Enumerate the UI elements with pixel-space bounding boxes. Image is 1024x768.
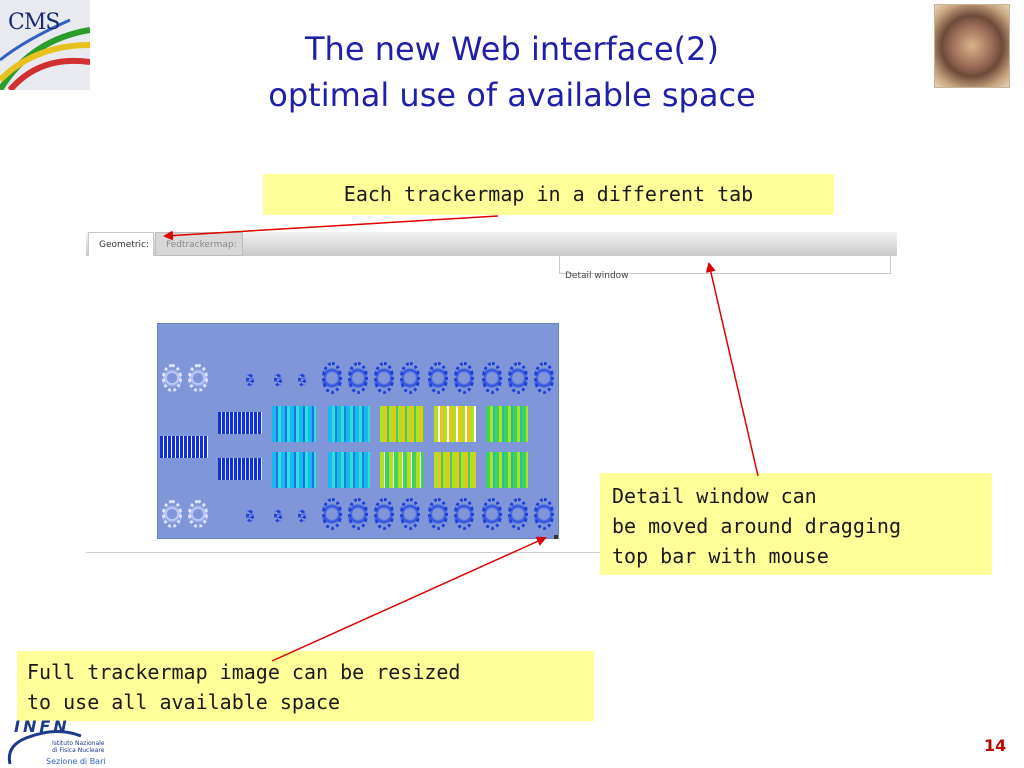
tracker-module-block <box>434 406 476 442</box>
title-line-2: optimal use of available space <box>268 76 756 114</box>
infn-subtitle-line-2: di Fisica Nucleare <box>52 747 105 754</box>
tab-geometric[interactable]: Geometric: <box>88 232 154 256</box>
infn-logo-swoosh <box>7 730 82 765</box>
tracker-ring <box>454 498 474 530</box>
tracker-ring <box>322 362 342 394</box>
tracker-ring <box>534 498 554 530</box>
tracker-ring <box>508 362 528 394</box>
detail-window-label: Detail window <box>565 271 629 281</box>
tracker-module-block <box>434 452 476 488</box>
tab-fedtrackermap[interactable]: Fedtrackermap: <box>155 232 243 256</box>
slide-title: The new Web interface(2) optimal use of … <box>0 26 1024 118</box>
callout-resize-line-1: Full trackermap image can be resized <box>27 660 461 684</box>
tracker-ring <box>298 374 306 386</box>
tracker-module-block <box>328 406 370 442</box>
cms-logo-graphic <box>0 18 90 90</box>
callout-detail-line-2: be moved around dragging <box>612 514 901 538</box>
callout-detail-line-3: top bar with mouse <box>612 544 829 568</box>
title-line-1: The new Web interface(2) <box>305 30 719 68</box>
tracker-ring <box>188 364 208 392</box>
callout-tabs: Each trackermap in a different tab <box>263 174 834 215</box>
tracker-module-block <box>218 412 262 434</box>
tracker-ring <box>482 362 502 394</box>
tracker-module-block <box>486 406 528 442</box>
infn-subtitle-line-1: Istituto Nazionale <box>52 740 105 747</box>
tracker-ring <box>400 362 420 394</box>
tracker-module-block <box>380 406 424 442</box>
tracker-module-block <box>486 452 528 488</box>
detector-photo <box>934 4 1010 88</box>
tracker-ring <box>428 362 448 394</box>
callout-detail-line-1: Detail window can <box>612 484 817 508</box>
trackermap-image[interactable] <box>157 323 559 539</box>
tracker-ring <box>508 498 528 530</box>
tracker-ring <box>482 498 502 530</box>
cms-logo: CMS <box>0 0 90 90</box>
tracker-ring <box>246 374 254 386</box>
tracker-ring <box>374 362 394 394</box>
infn-section: Sezione di Bari <box>46 757 106 766</box>
callout-resize-line-2: to use all available space <box>27 690 341 714</box>
tracker-ring <box>322 498 342 530</box>
tracker-ring <box>534 362 554 394</box>
tracker-ring <box>274 374 282 386</box>
tracker-module-block <box>272 406 316 442</box>
cms-logo-text: CMS <box>8 10 60 35</box>
tracker-ring <box>274 510 282 522</box>
tracker-ring <box>348 362 368 394</box>
tracker-module-block <box>218 458 262 480</box>
tracker-module-block <box>160 436 208 458</box>
tracker-ring <box>400 498 420 530</box>
tracker-ring <box>298 510 306 522</box>
tracker-ring <box>162 364 182 392</box>
tab-bar: Geometric: Fedtrackermap: <box>86 232 897 256</box>
divider-line <box>86 552 602 553</box>
arrow-to-detail-window <box>705 262 759 477</box>
callout-detail-window: Detail window can be moved around draggin… <box>600 473 992 575</box>
tracker-ring <box>348 498 368 530</box>
tracker-ring <box>162 500 182 528</box>
callout-resize: Full trackermap image can be resized to u… <box>17 651 594 721</box>
tracker-module-block <box>380 452 424 488</box>
arrow-to-resize-handle <box>271 536 547 662</box>
tracker-module-block <box>328 452 370 488</box>
infn-logo-text: INFN <box>14 717 70 736</box>
tracker-ring <box>374 498 394 530</box>
tracker-ring <box>246 510 254 522</box>
tracker-ring <box>454 362 474 394</box>
tracker-ring <box>428 498 448 530</box>
tracker-module-block <box>272 452 316 488</box>
tracker-ring <box>188 500 208 528</box>
resize-handle[interactable] <box>554 535 558 539</box>
page-number: 14 <box>984 736 1007 755</box>
